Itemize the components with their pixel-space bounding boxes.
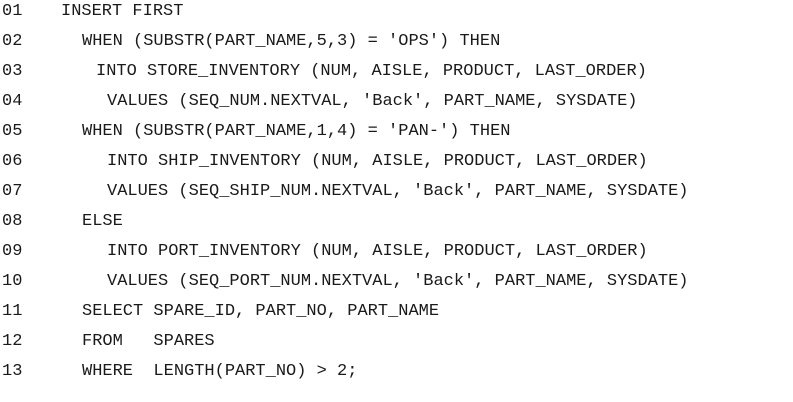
line-number: 06 bbox=[2, 152, 23, 171]
code-line-11: 11 SELECT SPARE_ID, PART_NO, PART_NAME bbox=[0, 301, 439, 331]
code-text: VALUES (SEQ_PORT_NUM.NEXTVAL, 'Back', PA… bbox=[107, 272, 689, 291]
line-number: 09 bbox=[2, 242, 23, 261]
code-text: INTO SHIP_INVENTORY (NUM, AISLE, PRODUCT… bbox=[107, 152, 648, 171]
code-line-06: 06 INTO SHIP_INVENTORY (NUM, AISLE, PROD… bbox=[0, 151, 648, 181]
code-text: WHEN (SUBSTR(PART_NAME,1,4) = 'PAN-') TH… bbox=[82, 122, 511, 141]
line-number: 11 bbox=[2, 302, 23, 321]
code-line-08: 08 ELSE bbox=[0, 211, 123, 241]
line-number: 04 bbox=[2, 92, 23, 111]
code-text: VALUES (SEQ_SHIP_NUM.NEXTVAL, 'Back', PA… bbox=[107, 182, 689, 201]
line-number: 02 bbox=[2, 32, 23, 51]
line-number: 10 bbox=[2, 272, 23, 291]
code-line-04: 04 VALUES (SEQ_NUM.NEXTVAL, 'Back', PART… bbox=[0, 91, 638, 121]
line-number: 12 bbox=[2, 332, 23, 351]
code-line-02: 02 WHEN (SUBSTR(PART_NAME,5,3) = 'OPS') … bbox=[0, 31, 500, 61]
code-text: WHEN (SUBSTR(PART_NAME,5,3) = 'OPS') THE… bbox=[82, 32, 501, 51]
code-line-12: 12 FROM SPARES bbox=[0, 331, 215, 361]
code-text: WHERE LENGTH(PART_NO) > 2; bbox=[82, 362, 358, 381]
code-line-01: 01 INSERT FIRST bbox=[0, 1, 183, 31]
code-text: FROM SPARES bbox=[82, 332, 215, 351]
code-text: ELSE bbox=[82, 212, 123, 231]
line-number: 05 bbox=[2, 122, 23, 141]
code-line-05: 05 WHEN (SUBSTR(PART_NAME,1,4) = 'PAN-')… bbox=[0, 121, 510, 151]
code-line-09: 09 INTO PORT_INVENTORY (NUM, AISLE, PROD… bbox=[0, 241, 648, 271]
line-number: 03 bbox=[2, 62, 23, 81]
code-text: VALUES (SEQ_NUM.NEXTVAL, 'Back', PART_NA… bbox=[107, 92, 638, 111]
code-text: INSERT FIRST bbox=[61, 2, 184, 21]
line-number: 07 bbox=[2, 182, 23, 201]
line-number: 08 bbox=[2, 212, 23, 231]
code-text: INTO STORE_INVENTORY (NUM, AISLE, PRODUC… bbox=[96, 62, 647, 81]
code-text: SELECT SPARE_ID, PART_NO, PART_NAME bbox=[82, 302, 440, 321]
code-line-07: 07 VALUES (SEQ_SHIP_NUM.NEXTVAL, 'Back',… bbox=[0, 181, 689, 211]
code-text: INTO PORT_INVENTORY (NUM, AISLE, PRODUCT… bbox=[107, 242, 648, 261]
code-line-13: 13 WHERE LENGTH(PART_NO) > 2; bbox=[0, 361, 357, 391]
code-line-10: 10 VALUES (SEQ_PORT_NUM.NEXTVAL, 'Back',… bbox=[0, 271, 689, 301]
line-number: 13 bbox=[2, 362, 23, 381]
code-line-03: 03 INTO STORE_INVENTORY (NUM, AISLE, PRO… bbox=[0, 61, 647, 91]
line-number: 01 bbox=[2, 2, 23, 21]
